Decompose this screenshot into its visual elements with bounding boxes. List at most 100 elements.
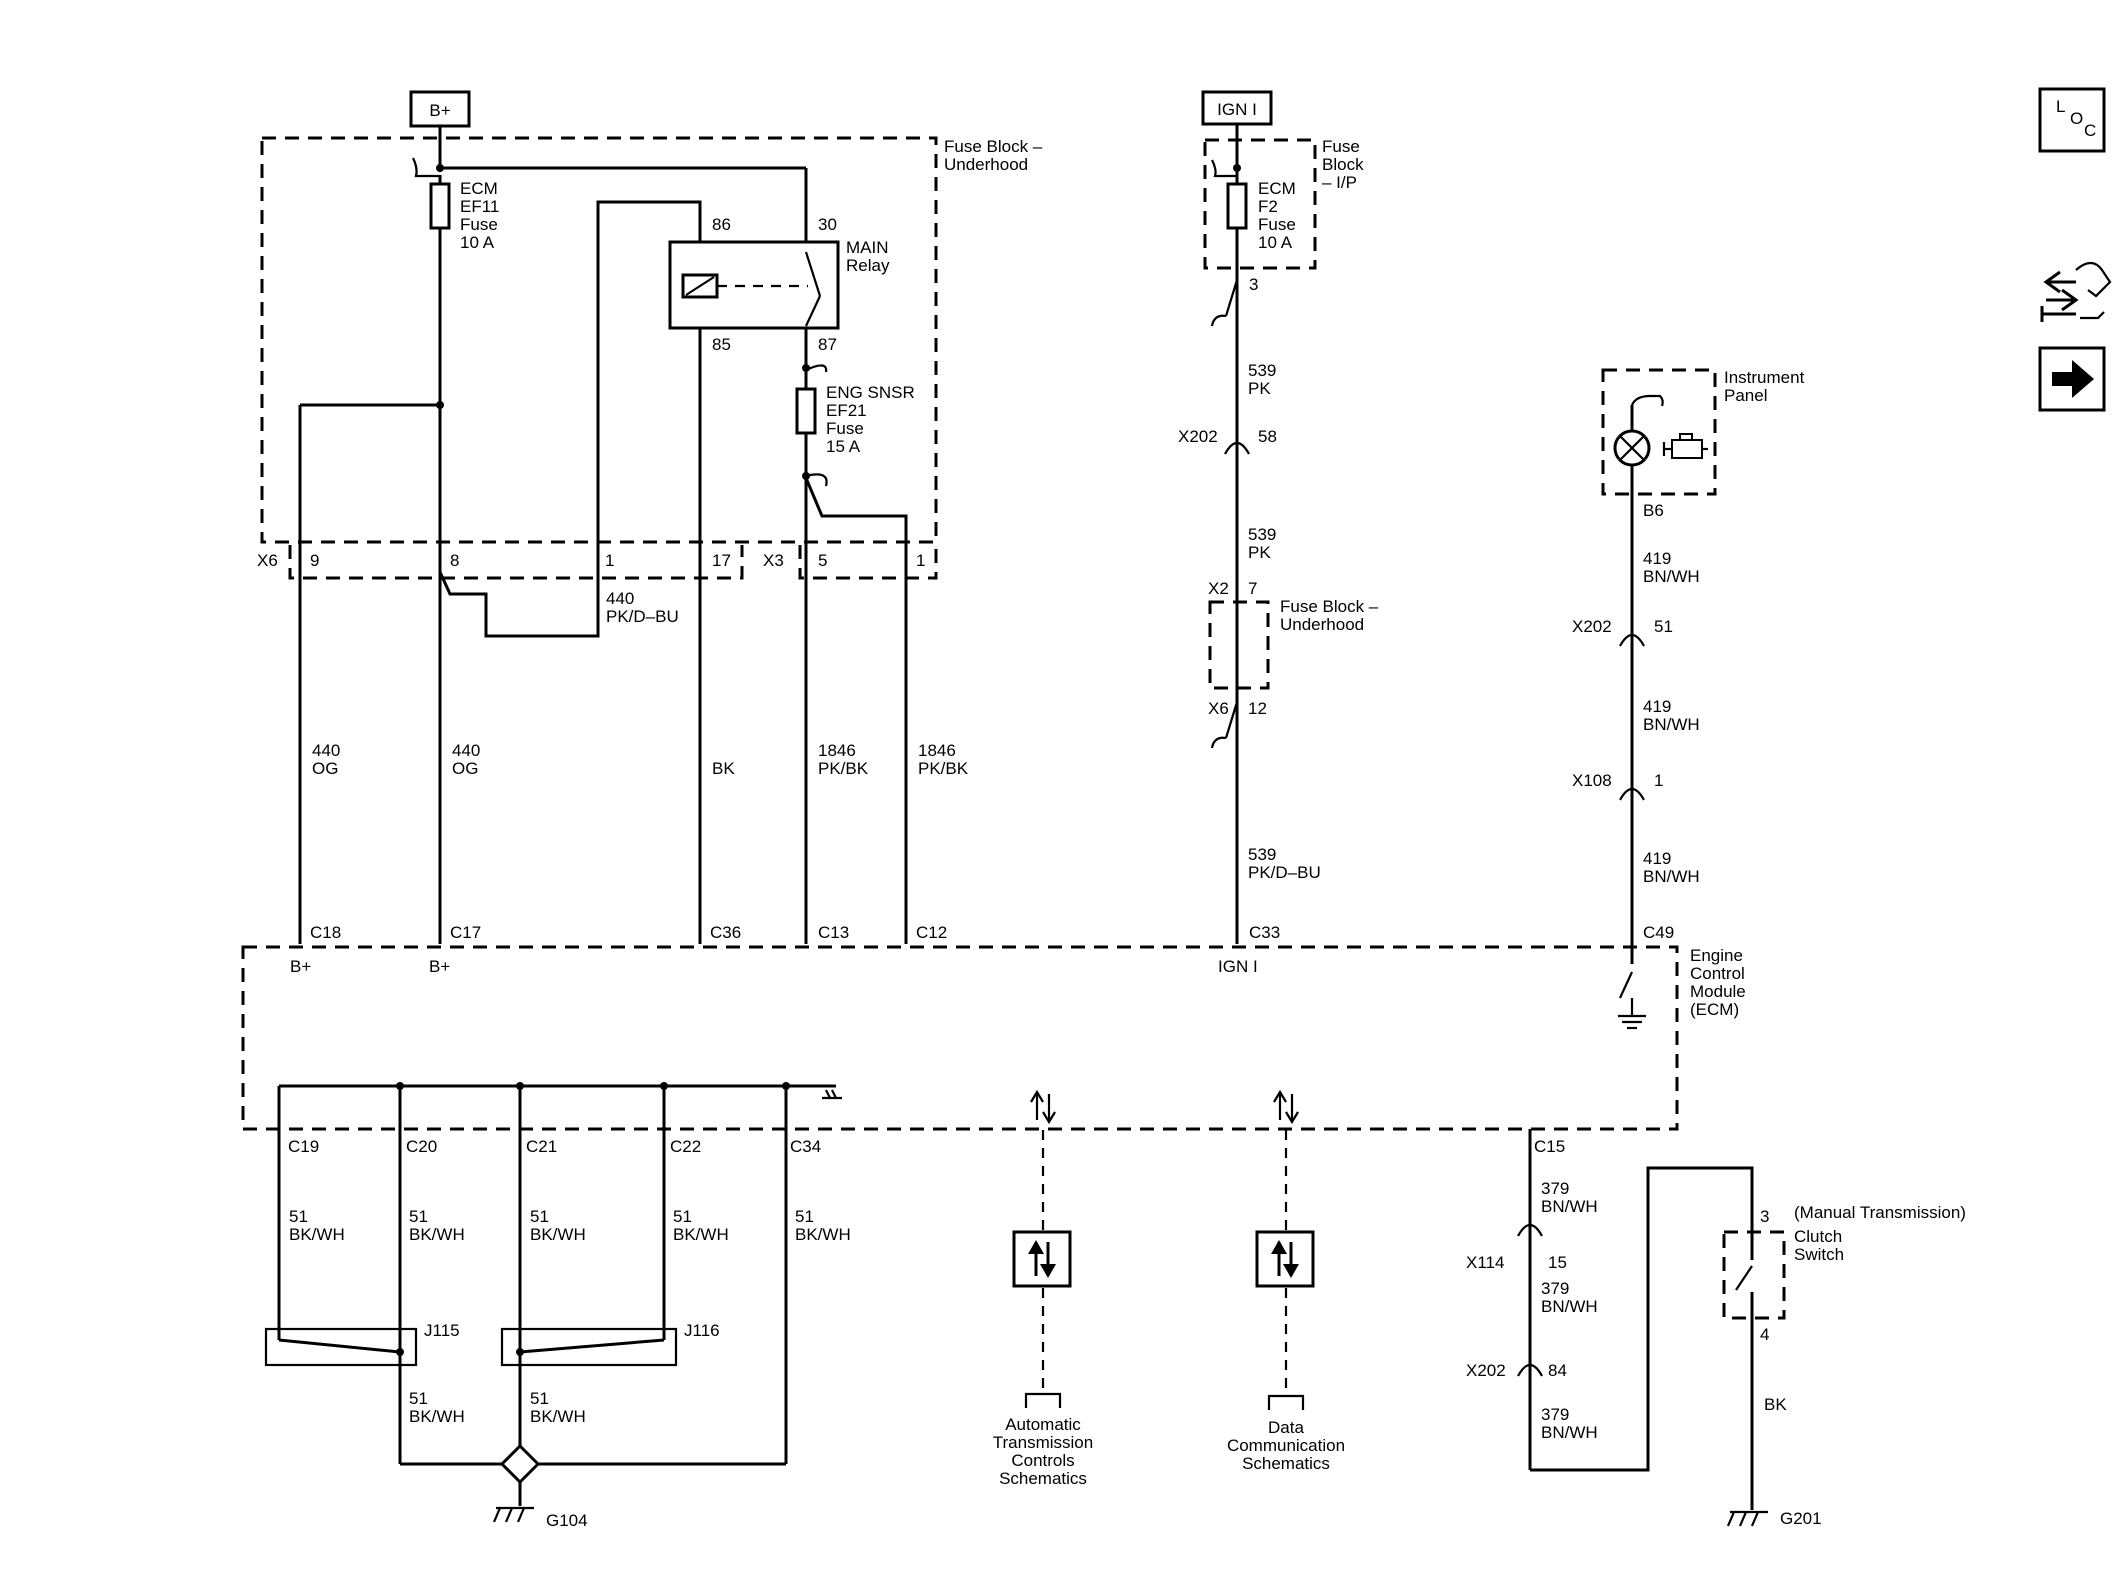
connector-x6-label: X6 — [1208, 699, 1229, 718]
wire-label: BK/WH — [289, 1225, 345, 1244]
main-relay: 86 30 85 87 MAIN Relay — [668, 215, 890, 354]
connector-strip-x6-x3: X6 X3 9 8 1 17 5 1 — [257, 545, 938, 580]
fuse-block-underhood-small-label: Fuse Block – — [1280, 597, 1379, 616]
ecm-bplus-b: B+ — [429, 957, 450, 976]
wire-label: 379 — [1541, 1179, 1569, 1198]
relay-pin-85: 85 — [712, 335, 731, 354]
connector-x202-pin: 84 — [1548, 1361, 1567, 1380]
wire-label: BN/WH — [1541, 1197, 1598, 1216]
mil-wire-chain: 419 BN/WH X202 51 419 BN/WH X108 1 419 B… — [1572, 549, 1700, 886]
wire-label: BK — [1764, 1395, 1787, 1414]
wire-label: PK/D–BU — [1248, 863, 1321, 882]
ign-source: IGN I — [1201, 90, 1273, 126]
eng-fuse-label-line: Fuse — [826, 419, 864, 438]
relay-pin-86: 86 — [712, 215, 731, 234]
clutch-note: (Manual Transmission) — [1794, 1203, 1966, 1222]
ip-fuse-label-line: F2 — [1258, 197, 1278, 216]
wire-label: OG — [312, 759, 338, 778]
ecm-bplus-a: B+ — [290, 957, 311, 976]
wire-label: BK/WH — [530, 1407, 586, 1426]
wire-label: 51 — [409, 1207, 428, 1226]
connector-x6-pin: 12 — [1248, 699, 1267, 718]
pin-x3-1: 1 — [916, 551, 925, 570]
ecm-pin-c34: C34 — [790, 1137, 821, 1156]
relay-label: MAIN — [846, 238, 889, 257]
wire-label: 419 — [1643, 549, 1671, 568]
wire-label: 1846 — [818, 741, 856, 760]
connector-x202-label: X202 — [1572, 617, 1612, 636]
wire-label: BN/WH — [1541, 1297, 1598, 1316]
ecm-pin-c19: C19 — [288, 1137, 319, 1156]
clutch-pin-3: 3 — [1760, 1207, 1769, 1226]
ip-pin-3: 3 — [1249, 275, 1258, 294]
ecm-pin-c17: C17 — [450, 923, 481, 942]
wire-label: 419 — [1643, 849, 1671, 868]
reference-text: Schematics — [1242, 1454, 1330, 1473]
connector-x114-label: X114 — [1466, 1253, 1504, 1272]
connector-x202-pin: 51 — [1654, 617, 1673, 636]
ecm-pin-c33: C33 — [1249, 923, 1280, 942]
fuse-block-underhood: Fuse Block – Underhood — [260, 136, 1043, 544]
wire-label: BK/WH — [530, 1225, 586, 1244]
pin-x3-5: 5 — [818, 551, 827, 570]
data-comm-reference[interactable]: Data Communication Schematics — [1227, 1089, 1345, 1473]
ecm-label: Module — [1690, 982, 1746, 1001]
reference-text: Transmission — [993, 1433, 1093, 1452]
ground-g104-label: G104 — [546, 1511, 588, 1530]
pin-1: 1 — [605, 551, 614, 570]
clutch-pin-4: 4 — [1760, 1325, 1769, 1344]
auto-trans-reference[interactable]: Automatic Transmission Controls Schemati… — [993, 1089, 1093, 1488]
ecm-pin-c12: C12 — [916, 923, 947, 942]
bplus-label: B+ — [429, 101, 450, 120]
splice-j115-label: J115 — [424, 1321, 460, 1340]
ecm-fuse-label-line: EF11 — [460, 197, 499, 216]
relay-pin-87: 87 — [818, 335, 837, 354]
connector-x108-pin: 1 — [1654, 771, 1663, 790]
fuse-block-underhood-label-2: Underhood — [944, 155, 1028, 174]
wire-label: BK/WH — [409, 1407, 465, 1426]
relay-coil-wires: 440 PK/D–BU — [438, 200, 702, 944]
ecm-module: Engine Control Module (ECM) C18 C17 C36 … — [241, 923, 1746, 1156]
loc-button[interactable]: L O C — [2038, 87, 2106, 153]
bidirectional-arrow-icon — [1271, 1240, 1299, 1278]
ecm-pin-c49: C49 — [1643, 923, 1674, 942]
instrument-panel: Instrument Panel B6 — [1601, 368, 1805, 944]
ecm-pin-c36: C36 — [710, 923, 741, 942]
connector-icon[interactable] — [2040, 261, 2112, 322]
ground-circuit: J115 J116 G104 51 BK/WH 51 BK/WH 51 BK/W… — [264, 1082, 851, 1530]
connector-x3-label: X3 — [763, 551, 784, 570]
arrow-right-icon[interactable] — [2038, 346, 2106, 412]
wire-label: BN/WH — [1643, 567, 1700, 586]
ecm-label: (ECM) — [1690, 1000, 1739, 1019]
ign-label: IGN I — [1217, 100, 1257, 119]
ecm-pin-c21: C21 — [526, 1137, 557, 1156]
ip-fuse-label-line: ECM — [1258, 179, 1296, 198]
loc-letter: L — [2056, 97, 2065, 116]
wire-label: 539 — [1248, 525, 1276, 544]
eng-fuse-label-line: EF21 — [826, 401, 867, 420]
wire-label: 51 — [530, 1207, 549, 1226]
connector-x202-label: X202 — [1178, 427, 1218, 446]
wire-label: BK/WH — [409, 1225, 465, 1244]
ecm-fuse-label-line: Fuse — [460, 215, 498, 234]
wire-label: 379 — [1541, 1405, 1569, 1424]
bplus-feed-wires — [298, 126, 808, 944]
wire-label: PK — [1248, 379, 1271, 398]
connector-x2-label: X2 — [1208, 579, 1229, 598]
splice-j116-label: J116 — [684, 1321, 720, 1340]
fuse-block-underhood-label: Fuse Block – — [944, 137, 1043, 156]
wire-label: 51 — [795, 1207, 814, 1226]
bidirectional-arrow-icon — [1028, 1240, 1056, 1278]
wire-label: 51 — [673, 1207, 692, 1226]
connector-x202-label: X202 — [1466, 1361, 1506, 1380]
check-engine-icon — [1662, 433, 1708, 459]
reference-text: Data — [1268, 1418, 1304, 1437]
clutch-switch-circuit: 379 BN/WH X114 15 379 BN/WH X202 84 379 … — [1466, 1129, 1966, 1528]
ecm-fuse-label-line: ECM — [460, 179, 498, 198]
wire-label: 419 — [1643, 697, 1671, 716]
clutch-switch-label: Clutch — [1794, 1227, 1842, 1246]
instrument-panel-label-2: Panel — [1724, 386, 1767, 405]
ecm-pin-c22: C22 — [670, 1137, 701, 1156]
ecm-label: Engine — [1690, 946, 1743, 965]
